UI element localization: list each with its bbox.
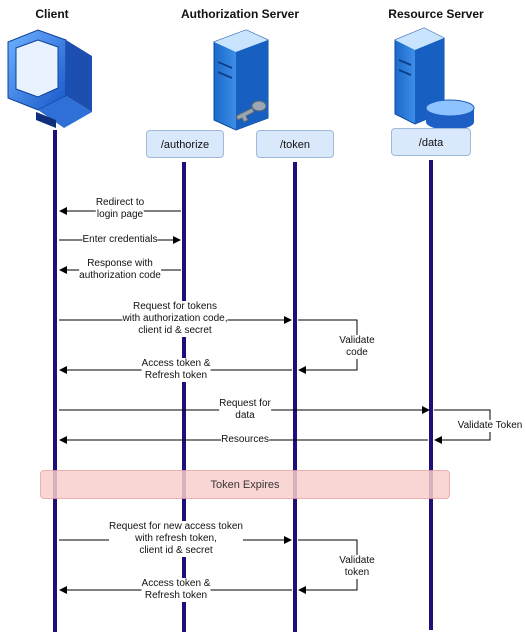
validate-token-rs-note: Validate Token — [457, 420, 523, 432]
auth-server-key-icon — [213, 29, 269, 131]
token-endpoint: /token — [256, 130, 334, 158]
resources-label: Resources — [221, 434, 269, 446]
access-refresh-label-1: Access token &Refresh token — [141, 358, 211, 382]
token-expires-banner: Token Expires — [40, 470, 450, 499]
resource-server-database-icon — [394, 27, 475, 130]
access-refresh-label-2: Access token &Refresh token — [141, 578, 211, 602]
authorize-endpoint: /authorize — [146, 130, 224, 158]
client-computer-icon — [7, 29, 92, 128]
data-endpoint: /data — [391, 128, 471, 156]
client-title: Client — [35, 7, 69, 21]
resource-server-title: Resource Server — [388, 7, 484, 21]
credentials-label: Enter credentials — [82, 234, 158, 246]
auth-server-title: Authorization Server — [180, 7, 300, 21]
